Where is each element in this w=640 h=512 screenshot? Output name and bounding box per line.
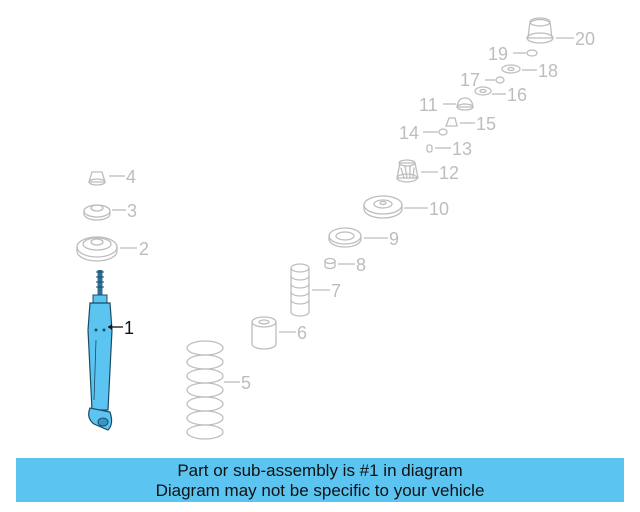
cap-part-11[interactable] xyxy=(456,97,474,111)
callout-3[interactable]: 3 xyxy=(127,201,137,221)
mount-part-2[interactable] xyxy=(76,236,118,262)
bushing-part-4[interactable] xyxy=(88,171,106,186)
callout-9[interactable]: 9 xyxy=(389,229,399,249)
banner-line-1: Part or sub-assembly is #1 in diagram xyxy=(177,461,463,480)
coil-spring-part-5[interactable] xyxy=(186,340,224,440)
washer-part-18[interactable] xyxy=(501,64,521,74)
spring-seat-part-9[interactable] xyxy=(328,227,362,248)
washer-part-3[interactable] xyxy=(83,204,111,221)
callout-6[interactable]: 6 xyxy=(297,323,307,343)
callout-11[interactable]: 11 xyxy=(419,95,438,115)
callout-7[interactable]: 7 xyxy=(331,281,341,301)
bushing-part-8[interactable] xyxy=(324,257,336,270)
top-cap-part-20[interactable] xyxy=(526,17,554,44)
callout-5[interactable]: 5 xyxy=(241,373,251,393)
arrow-head-1 xyxy=(108,324,112,330)
shock-absorber-part-1[interactable] xyxy=(87,270,113,431)
callout-13[interactable]: 13 xyxy=(452,139,472,159)
callout-2[interactable]: 2 xyxy=(139,239,149,259)
callout-16[interactable]: 16 xyxy=(507,85,527,105)
rubber-mount-part-12[interactable] xyxy=(396,159,419,183)
callout-4[interactable]: 4 xyxy=(126,167,136,187)
bump-stop-part-6[interactable] xyxy=(251,316,277,350)
callout-10[interactable]: 10 xyxy=(429,199,449,219)
nut-part-14[interactable] xyxy=(438,128,448,136)
washer-part-15[interactable] xyxy=(445,117,458,127)
nut-part-19[interactable] xyxy=(526,49,538,57)
bushing-part-13[interactable] xyxy=(426,144,433,153)
callout-14[interactable]: 14 xyxy=(399,123,419,143)
callout-19[interactable]: 19 xyxy=(488,44,508,64)
callout-1[interactable]: 1 xyxy=(124,318,134,338)
info-banner: Part or sub-assembly is #1 in diagram Di… xyxy=(16,458,624,502)
dust-boot-part-7[interactable] xyxy=(290,263,310,317)
callout-18[interactable]: 18 xyxy=(538,61,558,81)
washer-part-16[interactable] xyxy=(474,86,492,96)
callout-15[interactable]: 15 xyxy=(476,114,496,134)
callout-12[interactable]: 12 xyxy=(439,163,459,183)
parts-diagram: 1 2 3 4 5 6 xyxy=(76,17,595,440)
upper-seat-part-10[interactable] xyxy=(363,195,403,219)
callout-20[interactable]: 20 xyxy=(575,29,595,49)
banner-line-2: Diagram may not be specific to your vehi… xyxy=(155,481,485,500)
nut-part-17[interactable] xyxy=(495,76,505,84)
callout-8[interactable]: 8 xyxy=(356,255,366,275)
callout-17[interactable]: 17 xyxy=(460,70,480,90)
